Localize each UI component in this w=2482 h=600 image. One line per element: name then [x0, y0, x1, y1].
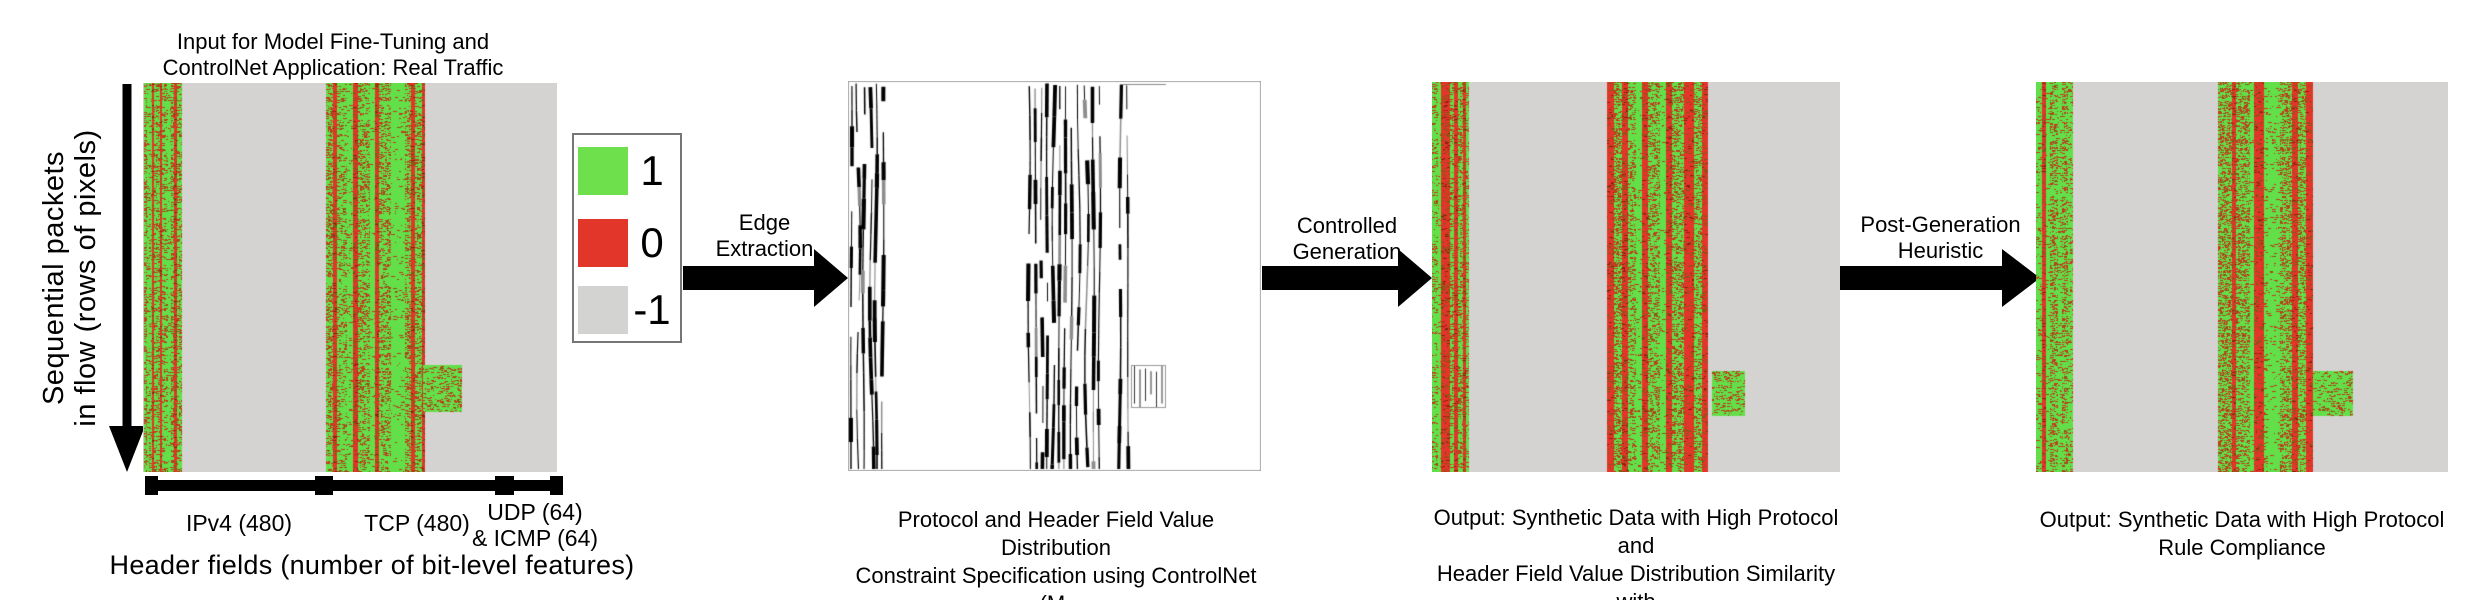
legend-label-neg-one: -1	[633, 286, 671, 333]
post-generation-arrow-icon	[1840, 249, 2040, 307]
segment-label-ipv4: IPv4 (480)	[185, 510, 293, 536]
synthetic-output-heatmap	[1432, 82, 1840, 472]
edge-extraction-arrow-icon	[683, 249, 848, 307]
value-legend: 1 0 -1	[572, 133, 682, 343]
segment-label-udp-icmp: UDP (64) & ICMP (64)	[471, 499, 599, 551]
input-panel-title: Input for Model Fine-Tuning and ControlN…	[162, 29, 504, 80]
controlled-generation-label: Controlled Generation	[1292, 213, 1402, 264]
synthetic-output-caption: Output: Synthetic Data with High Protoco…	[1433, 505, 1839, 600]
legend-label-zero: 0	[640, 219, 664, 266]
final-output-heatmap	[2036, 82, 2448, 472]
final-output-caption: Output: Synthetic Data with High Protoco…	[2039, 507, 2445, 560]
edge-map-caption: Protocol and Header Field Value Distribu…	[855, 507, 1257, 600]
legend-label-one: 1	[640, 147, 664, 194]
header-fields-axis-label: Header fields (number of bit-level featu…	[109, 550, 635, 580]
segment-label-tcp: TCP (480)	[364, 510, 470, 536]
edge-map-canvas	[848, 81, 1261, 471]
header-fields-bracket	[145, 476, 563, 495]
flow-direction-arrow-icon	[109, 84, 145, 472]
legend-swatch-zero	[578, 219, 628, 267]
controlled-generation-arrow-icon	[1262, 249, 1432, 307]
legend-swatch-one	[578, 147, 628, 195]
real-traffic-heatmap	[143, 83, 557, 472]
legend-swatch-neg-one	[578, 286, 628, 334]
edge-extraction-label: Edge Extraction	[715, 210, 814, 261]
sequential-packets-axis-label: Sequential packets in flow (rows of pixe…	[38, 129, 102, 427]
post-generation-heuristic-label: Post-Generation Heuristic	[1860, 212, 2021, 263]
